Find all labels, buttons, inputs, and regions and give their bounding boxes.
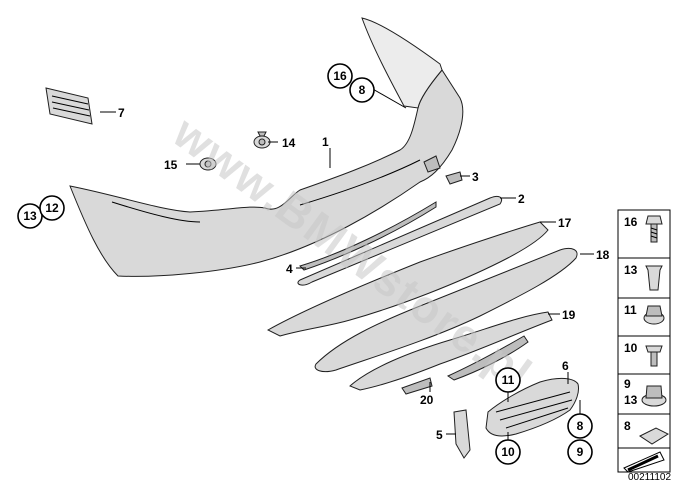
part-3-clip [445,171,463,185]
screw-icon [645,345,663,367]
callout-20: 20 [420,393,434,407]
circle-callout-10: 10 [501,445,515,459]
circle-callout-16: 16 [333,69,347,83]
callout-1: 1 [322,135,329,149]
callout-7: 7 [118,106,125,120]
part-5-bracket [453,409,471,459]
reference-number: 00211102 [628,472,671,483]
callout-19: 19 [562,308,576,322]
cap-nut-icon [643,305,665,325]
circle-callout-13: 13 [23,209,37,223]
callout-14: 14 [282,136,296,150]
legend-label-16: 16 [624,215,638,229]
circled-callouts: 16 8 13 12 11 10 8 9 [17,63,593,465]
legend-label-8: 8 [624,419,631,433]
callout-5: 5 [436,428,443,442]
part-2-strip [297,195,503,286]
bumper-panel [69,17,464,277]
clip-nut-icon [639,427,670,445]
circle-callout-12: 12 [45,201,59,215]
legend-label-13b: 13 [624,393,638,407]
callout-4: 4 [286,262,293,276]
circle-callout-9: 9 [577,445,584,459]
callout-17: 17 [558,216,572,230]
legend-label-11: 11 [624,303,637,317]
callout-6: 6 [562,359,569,373]
fastener-legend: 16 13 11 10 9 13 8 [617,209,671,473]
callouts: 7 14 15 1 3 2 4 17 18 19 20 6 5 [118,106,610,442]
part-17-diffuser [266,221,549,337]
circle-callout-8-top: 8 [359,83,366,97]
part-19-vent [446,335,529,381]
part-4-strip [299,201,437,271]
callout-2: 2 [518,192,525,206]
legend-label-13: 13 [624,263,638,277]
part-18-diffuser [314,247,578,373]
part-14-grommet [253,131,271,149]
screw-icon [645,215,663,243]
part-19-diffuser [349,311,553,391]
part-20-strip [401,377,433,395]
legend-label-9: 9 [624,377,631,391]
collar-nut-icon [641,385,667,407]
expanding-nut-icon [645,265,663,291]
callout-18: 18 [596,248,610,262]
circle-callout-11: 11 [502,373,515,387]
part-7-grille [45,87,93,125]
circle-callout-8-bottom: 8 [577,419,584,433]
callout-15: 15 [164,158,178,172]
callout-3: 3 [472,170,479,184]
legend-label-10: 10 [624,341,638,355]
